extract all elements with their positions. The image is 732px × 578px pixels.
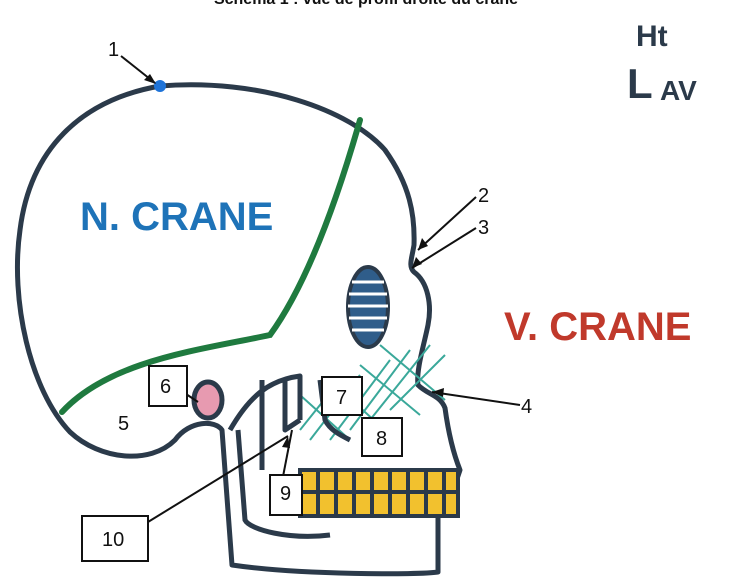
leader-2 — [418, 197, 476, 250]
callout-1: 1 — [108, 39, 119, 61]
viscerocranium-label: V. CRANE — [504, 305, 691, 349]
callout-7: 7 — [336, 387, 347, 409]
callout-4: 4 — [521, 396, 532, 418]
callout-2: 2 — [478, 185, 489, 207]
teeth — [300, 470, 458, 516]
callout-6: 6 — [160, 376, 171, 398]
callout-10: 10 — [102, 529, 124, 551]
orientation-front: AV — [660, 75, 697, 106]
callout-8: 8 — [376, 428, 387, 450]
leader-10 — [148, 436, 288, 522]
neuro-visc-boundary — [62, 120, 360, 412]
callout-9: 9 — [280, 483, 291, 505]
orientation-front-prefix: L — [627, 60, 653, 107]
orientation-top: Ht — [636, 20, 668, 53]
landmark-dot — [154, 80, 166, 92]
leader-lines — [121, 56, 520, 522]
arrowheads — [144, 74, 444, 448]
ear-meatus — [194, 382, 222, 418]
neurocranium-label: N. CRANE — [80, 195, 273, 239]
orbit — [348, 267, 388, 347]
callout-5: 5 — [118, 413, 129, 435]
callout-3: 3 — [478, 217, 489, 239]
